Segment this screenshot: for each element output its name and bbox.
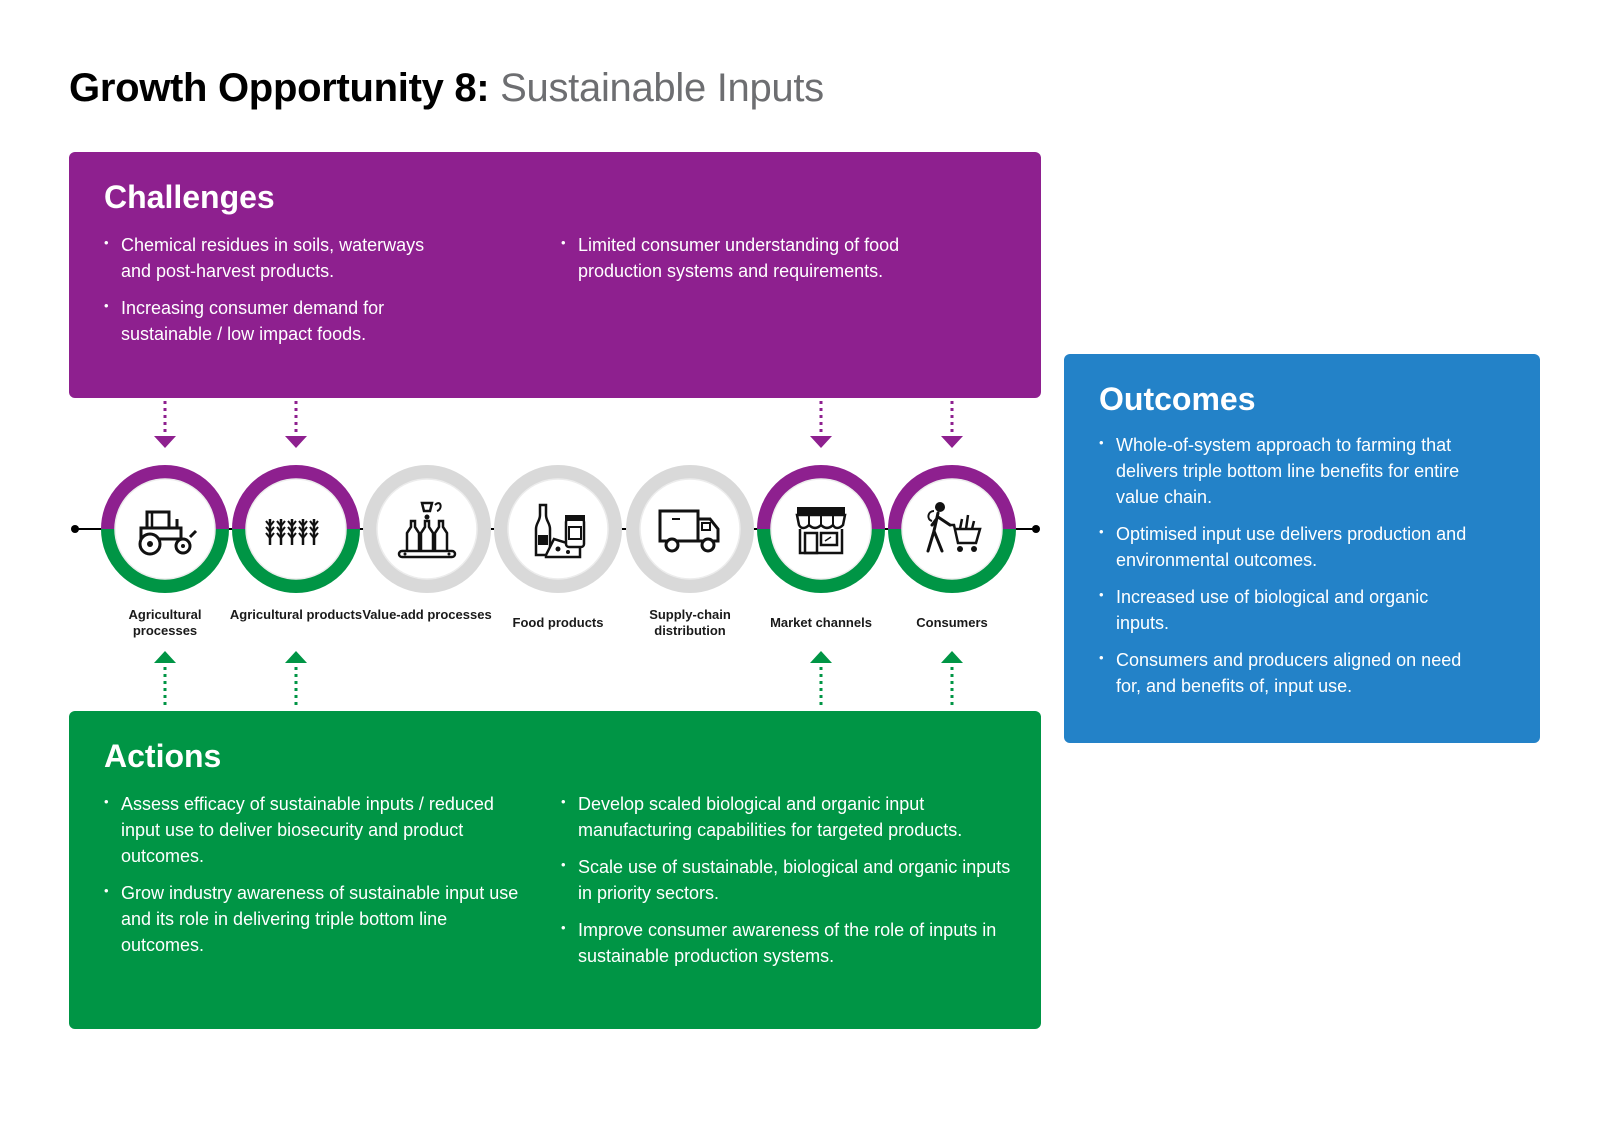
chain-node-value-add-processes: Value-add processes [362, 465, 492, 622]
bottling-line-icon [397, 501, 457, 559]
challenge-item: Chemical residues in soils, waterways an… [104, 230, 449, 284]
wheat-icon [265, 519, 319, 545]
node-ring [101, 465, 229, 593]
chain-node-label: Value-add processes [362, 607, 492, 622]
node-ring [888, 465, 1016, 593]
chain-node-consumers: Consumers [888, 465, 1016, 630]
chain-node-label: Supply-chain distribution [649, 607, 731, 638]
action-arrow [941, 651, 963, 708]
chain-node-agricultural-processes: Agricultural processes [101, 465, 229, 638]
node-ring-bottom-action [888, 528, 1016, 593]
challenge-item: Increasing consumer demand for sustainab… [104, 293, 449, 347]
challenge-arrow [941, 401, 963, 448]
outcome-item: Optimised input use delivers production … [1099, 519, 1479, 573]
page-title-bold: Growth Opportunity 8: [69, 66, 490, 110]
node-ring [494, 465, 622, 593]
chain-node-market-channels: Market channels [757, 465, 885, 630]
node-ring [626, 465, 754, 593]
outcome-item: Whole-of-system approach to farming that… [1099, 430, 1479, 510]
chain-node-label: Agricultural products [229, 607, 363, 622]
tractor-icon [138, 510, 198, 556]
actions-heading: Actions [104, 738, 222, 774]
node-ring-bottom-action [101, 528, 229, 593]
challenge-arrow [285, 401, 307, 448]
page-title-light: Sustainable Inputs [500, 66, 824, 110]
truck-icon [658, 509, 720, 553]
node-ring-top-challenge [232, 465, 360, 530]
chain-node-food-products: Food products [494, 465, 622, 630]
action-item: Grow industry awareness of sustainable i… [104, 878, 519, 958]
shopfront-icon [795, 507, 847, 555]
wine-cheese-jar-icon [534, 503, 586, 559]
node-inner-disc [245, 478, 347, 580]
chain-node-agricultural-products: Agricultural products [230, 465, 362, 622]
node-inner-disc [507, 478, 609, 580]
action-arrow [810, 651, 832, 708]
outcomes-list: Whole-of-system approach to farming that… [1099, 430, 1479, 710]
action-item: Improve consumer awareness of the role o… [561, 915, 1011, 969]
node-inner-disc [770, 478, 872, 580]
chain-line-start-dot [71, 525, 79, 533]
node-ring-top-challenge [888, 465, 1016, 530]
action-arrow [154, 651, 176, 708]
node-ring [363, 465, 491, 593]
challenges-list-left: Chemical residues in soils, waterways an… [104, 230, 449, 358]
node-ring-bottom-action [232, 528, 360, 593]
challenges-panel: Challenges Chemical residues in soils, w… [69, 152, 1041, 398]
action-item: Develop scaled biological and organic in… [561, 789, 1011, 843]
outcomes-heading: Outcomes [1099, 381, 1256, 417]
action-item: Scale use of sustainable, biological and… [561, 852, 1011, 906]
challenge-arrow [810, 401, 832, 448]
node-inner-disc [376, 478, 478, 580]
node-ring-inactive [626, 465, 754, 593]
shopper-trolley-icon [926, 502, 982, 553]
actions-list-left: Assess efficacy of sustainable inputs / … [104, 789, 519, 969]
node-ring [757, 465, 885, 593]
challenge-item: Limited consumer understanding of food p… [561, 230, 961, 284]
chain-node-label: Consumers [916, 615, 988, 630]
node-ring-inactive [494, 465, 622, 593]
page-title: Growth Opportunity 8: Sustainable Inputs [69, 64, 824, 112]
outcomes-panel: Outcomes Whole-of-system approach to far… [1064, 354, 1540, 743]
node-ring [232, 465, 360, 593]
chain-line-end-dot [1032, 525, 1040, 533]
node-inner-disc [901, 478, 1003, 580]
node-ring-top-challenge [757, 465, 885, 530]
node-ring-inactive [363, 465, 491, 593]
chain-node-label: Market channels [770, 615, 872, 630]
action-item: Assess efficacy of sustainable inputs / … [104, 789, 519, 869]
chain-node-label: Food products [512, 615, 604, 630]
chain-node-supply-chain-distribution: Supply-chain distribution [626, 465, 754, 638]
actions-panel: Actions Assess efficacy of sustainable i… [69, 711, 1041, 1029]
outcome-item: Consumers and producers aligned on need … [1099, 645, 1479, 699]
node-ring-bottom-action [757, 528, 885, 593]
outcome-item: Increased use of biological and organic … [1099, 582, 1479, 636]
action-arrow [285, 651, 307, 708]
node-ring-top-challenge [101, 465, 229, 530]
actions-list-right: Develop scaled biological and organic in… [561, 789, 1011, 980]
challenges-list-right: Limited consumer understanding of food p… [561, 230, 961, 295]
chain-node-label: Agricultural processes [128, 607, 202, 638]
challenge-arrow [154, 401, 176, 448]
node-inner-disc [639, 478, 741, 580]
challenges-heading: Challenges [104, 179, 275, 215]
